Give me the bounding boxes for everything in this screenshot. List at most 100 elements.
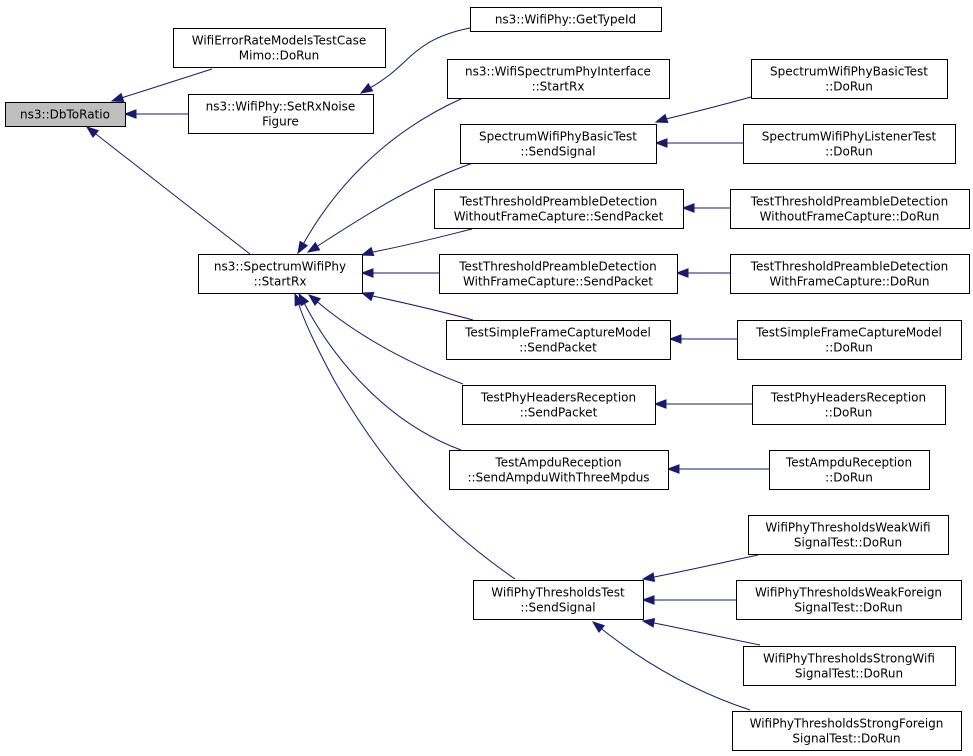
node-swpbt-sendsignal[interactable]: SpectrumWifiPhyBasicTest::SendSignal xyxy=(460,124,657,164)
node-wpt-weakwifi[interactable]: WifiPhyThresholdsWeakWifiSignalTest::DoR… xyxy=(748,515,949,555)
node-label-line: WithFrameCapture::SendPacket xyxy=(463,275,653,289)
node-wptt-sendsignal[interactable]: WifiPhyThresholdsTest::SendSignal xyxy=(473,580,644,620)
node-wpt-weakforeign[interactable]: WifiPhyThresholdsWeakForeignSignalTest::… xyxy=(736,580,962,620)
node-label-line: TestThresholdPreambleDetection xyxy=(459,195,658,209)
edge-line xyxy=(367,294,474,321)
node-wpt-strongwifi[interactable]: WifiPhyThresholdsStrongWifiSignalTest::D… xyxy=(743,646,956,686)
node-box xyxy=(737,320,962,360)
edge-tar-send-to-swp-startrx xyxy=(298,292,462,451)
arrowhead-icon xyxy=(668,334,682,344)
node-swpbt-dorun[interactable]: SpectrumWifiPhyBasicTest::DoRun xyxy=(751,59,948,99)
node-box xyxy=(460,124,657,164)
edge-line xyxy=(597,625,751,711)
node-box xyxy=(434,189,684,229)
node-tar-dorun[interactable]: TestAmpduReception::DoRun xyxy=(769,450,930,490)
edge-swp-startrx-to-dbtoratio xyxy=(85,126,251,255)
node-box xyxy=(462,385,656,425)
edge-line xyxy=(365,27,471,91)
node-label-line: SignalTest::DoRun xyxy=(794,536,902,550)
node-tphr-send[interactable]: TestPhyHeadersReception::SendPacket xyxy=(462,385,656,425)
arrowhead-icon xyxy=(297,240,309,255)
arrowhead-icon xyxy=(307,294,322,307)
node-tsfcm-dorun[interactable]: TestSimpleFrameCaptureModel::DoRun xyxy=(737,320,962,360)
edge-swpbt-dorun-to-swpbt-sendsignal xyxy=(654,96,752,124)
node-label-line: ns3::WifiPhy::GetTypeId xyxy=(495,13,636,27)
node-box xyxy=(751,59,948,99)
node-label-line: WifiPhyThresholdsStrongWifi xyxy=(763,652,935,666)
node-label-line: SignalTest::DoRun xyxy=(792,732,900,746)
node-label-line: ::SendSignal xyxy=(520,601,595,615)
node-ttpd-w-dorun[interactable]: TestThresholdPreambleDetectionWithFrameC… xyxy=(730,254,970,294)
node-box xyxy=(446,320,671,360)
node-label-line: WithoutFrameCapture::SendPacket xyxy=(454,210,664,224)
node-wpt-strongforeign[interactable]: WifiPhyThresholdsStrongForeignSignalTest… xyxy=(732,711,962,751)
node-label-line: ::SendAmpduWithThreeMpdus xyxy=(467,471,649,485)
node-box xyxy=(743,646,956,686)
edge-line xyxy=(313,298,464,385)
node-label-line: Mimo::DoRun xyxy=(239,49,319,63)
arrowhead-icon xyxy=(654,138,668,148)
node-label-line: TestSimpleFrameCaptureModel xyxy=(464,326,651,340)
node-box xyxy=(730,254,970,294)
node-label-line: WithFrameCapture::DoRun xyxy=(769,275,929,289)
arrowhead-icon xyxy=(360,246,375,257)
node-label-line: SpectrumWifiPhyListenerTest xyxy=(762,130,937,144)
arrowhead-icon xyxy=(360,268,374,278)
node-ttpd-wo-dorun[interactable]: TestThresholdPreambleDetectionWithoutFra… xyxy=(730,189,970,229)
node-box xyxy=(752,385,946,425)
node-label-line: SignalTest::DoRun xyxy=(794,601,902,615)
node-label-line: ns3::DbToRatio xyxy=(20,108,110,122)
node-box xyxy=(736,580,962,620)
node-label-line: ::DoRun xyxy=(825,341,873,355)
edge-line xyxy=(91,130,251,255)
arrowhead-icon xyxy=(675,268,689,278)
node-swp-startrx[interactable]: ns3::SpectrumWifiPhy::StartRx xyxy=(198,254,363,294)
edge-swpbt-sendsignal-to-swp-startrx xyxy=(306,162,474,253)
arrowhead-icon xyxy=(681,203,695,213)
node-gettypeid[interactable]: ns3::WifiPhy::GetTypeId xyxy=(470,7,662,32)
node-ispi-startrx[interactable]: ns3::WifiSpectrumPhyInterface::StartRx xyxy=(447,59,670,99)
edge-tsfcm-send-to-swp-startrx xyxy=(360,291,474,321)
node-box xyxy=(470,7,662,32)
edge-wpt-strongforeign-to-wptt-sendsignal xyxy=(591,621,751,711)
node-label-line: TestThresholdPreambleDetection xyxy=(750,260,949,274)
graph-nodes: ns3::DbToRatio WifiErrorRateModelsTestCas… xyxy=(5,7,970,751)
node-label-line: ::SendPacket xyxy=(519,341,597,355)
node-dbtoratio[interactable]: ns3::DbToRatio xyxy=(5,102,126,127)
node-label-line: WifiPhyThresholdsTest xyxy=(491,586,625,600)
node-box xyxy=(198,254,363,294)
node-label-line: SpectrumWifiPhyBasicTest xyxy=(770,65,928,79)
node-label-line: TestAmpduReception xyxy=(494,456,621,470)
edge-line xyxy=(117,68,213,100)
edge-tar-dorun-to-tar-send xyxy=(666,464,769,474)
node-ttpd-wo-send[interactable]: TestThresholdPreambleDetectionWithoutFra… xyxy=(434,189,684,229)
arrowhead-icon xyxy=(641,618,656,628)
node-tsfcm-send[interactable]: TestSimpleFrameCaptureModel::SendPacket xyxy=(446,320,671,360)
node-swplt-dorun[interactable]: SpectrumWifiPhyListenerTest::DoRun xyxy=(743,124,956,164)
node-tar-send[interactable]: TestAmpduReception::SendAmpduWithThreeMp… xyxy=(449,450,669,490)
edge-gettypeid-to-setrxnoisefigure xyxy=(359,27,471,94)
node-label-line: WifiPhyThresholdsStrongForeign xyxy=(750,717,944,731)
node-box xyxy=(743,124,956,164)
edge-wptt-sendsignal-to-swp-startrx xyxy=(294,292,516,580)
edge-tsfcm-dorun-to-tsfcm-send xyxy=(668,334,737,344)
node-ttpd-w-send[interactable]: TestThresholdPreambleDetectionWithFrameC… xyxy=(439,254,678,294)
arrowhead-icon xyxy=(85,126,100,139)
edge-line xyxy=(296,298,516,580)
node-box xyxy=(730,189,970,229)
arrowhead-icon xyxy=(641,595,655,605)
node-tphr-dorun[interactable]: TestPhyHeadersReception::DoRun xyxy=(752,385,946,425)
node-label-line: ::DoRun xyxy=(825,80,873,94)
node-label-line: TestThresholdPreambleDetection xyxy=(750,195,949,209)
edge-mimo-dorun-to-dbtoratio xyxy=(110,68,213,103)
edge-line xyxy=(312,162,474,250)
edge-line xyxy=(648,554,759,579)
edge-setrxnoisefigure-to-dbtoratio xyxy=(123,109,188,119)
node-label-line: WifiPhyThresholdsWeakWifi xyxy=(765,521,930,535)
node-label-line: ns3::WifiPhy::SetRxNoise xyxy=(206,100,356,114)
edge-wpt-weakwifi-to-wptt-sendsignal xyxy=(641,554,759,582)
node-label-line: ::SendSignal xyxy=(520,145,595,159)
